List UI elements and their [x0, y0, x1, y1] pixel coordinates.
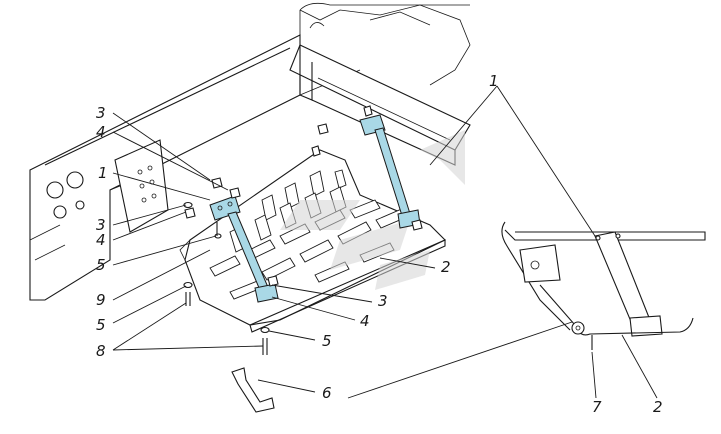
engine-block — [299, 4, 471, 86]
callout-1-left: 1 — [98, 164, 108, 182]
callout-3-b: 3 — [96, 216, 106, 234]
hook-bracket — [231, 367, 275, 413]
fastener-stack — [183, 105, 423, 355]
support-strut-rear — [359, 114, 421, 229]
callout-2-main: 2 — [441, 258, 451, 276]
callout-5-c: 5 — [322, 332, 332, 350]
callout-8: 8 — [96, 342, 106, 360]
watermark-logo — [280, 130, 465, 290]
support-strut-front — [209, 195, 279, 303]
callout-2-detail: 2 — [653, 398, 663, 416]
callout-5-b: 5 — [96, 316, 106, 334]
skid-plate — [179, 149, 446, 333]
callout-1-top: 1 — [489, 72, 499, 90]
callout-9: 9 — [96, 291, 106, 309]
callout-7: 7 — [592, 398, 602, 416]
callout-4-c: 4 — [360, 312, 370, 330]
callout-4-b: 4 — [96, 231, 106, 249]
callout-3-c: 3 — [378, 292, 388, 310]
detail-view — [501, 221, 706, 350]
callout-3-a: 3 — [96, 104, 106, 122]
callout-5-a: 5 — [96, 256, 106, 274]
leader-lines — [112, 85, 658, 399]
callout-4-a: 4 — [96, 123, 106, 141]
callouts: 1 3 4 1 3 4 5 9 5 8 2 3 4 5 6 7 2 — [96, 72, 663, 416]
callout-6: 6 — [322, 384, 332, 402]
